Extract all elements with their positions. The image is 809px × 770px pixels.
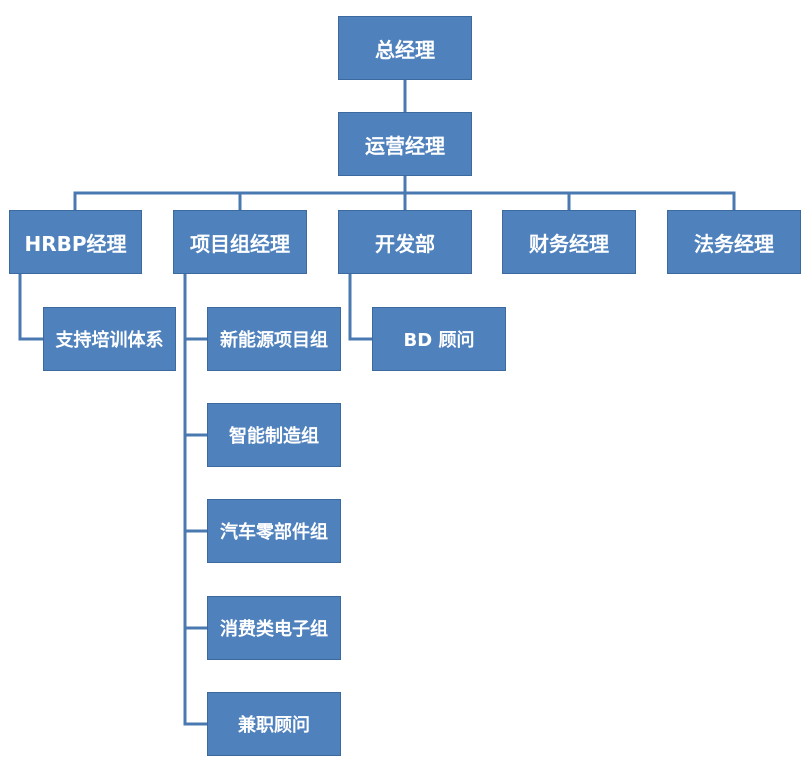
node-operations-manager[interactable]: 运营经理 — [338, 112, 472, 176]
node-ceo[interactable]: 总经理 — [338, 16, 472, 80]
node-part-time-advisor[interactable]: 兼职顾问 — [207, 692, 341, 756]
connector-hrbp-training — [18, 272, 45, 341]
node-new-energy-group[interactable]: 新能源项目组 — [207, 307, 341, 371]
node-hrbp-manager[interactable]: HRBP经理 — [9, 210, 142, 274]
node-legal-manager[interactable]: 法务经理 — [667, 210, 801, 274]
node-consumer-electronics-group[interactable]: 消费类电子组 — [207, 596, 341, 660]
node-intelligent-mfg-group[interactable]: 智能制造组 — [207, 403, 341, 467]
node-finance-manager[interactable]: 财务经理 — [502, 210, 636, 274]
node-project-group-manager[interactable]: 项目组经理 — [173, 210, 307, 274]
node-training-system[interactable]: 支持培训体系 — [43, 307, 176, 371]
connector-dev-bd — [348, 272, 374, 341]
node-auto-parts-group[interactable]: 汽车零部件组 — [207, 499, 341, 563]
node-bd-advisor[interactable]: BD 顾问 — [372, 307, 506, 371]
node-development-dept[interactable]: 开发部 — [338, 210, 472, 274]
